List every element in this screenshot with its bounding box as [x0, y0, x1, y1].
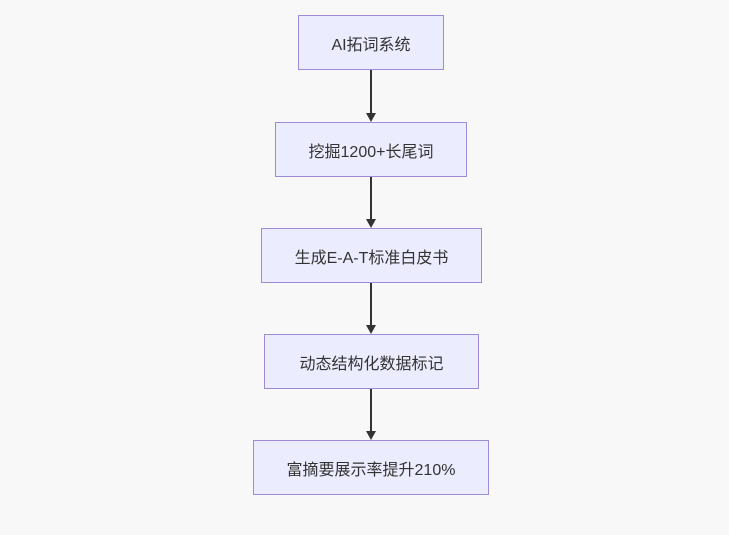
arrow-line	[370, 389, 372, 434]
arrow-line	[370, 70, 372, 116]
arrow-head-icon	[366, 113, 376, 122]
arrow-head-icon	[366, 219, 376, 228]
arrow-line	[370, 177, 372, 222]
node-label: AI拓词系统	[331, 36, 411, 54]
arrow-head-icon	[366, 325, 376, 334]
flowchart-arrow-2	[366, 177, 376, 228]
flowchart-node-eat-whitepaper: 生成E-A-T标准白皮书	[261, 228, 482, 283]
flowchart-node-longtail-mining: 挖掘1200+长尾词	[275, 122, 467, 177]
arrow-head-icon	[366, 431, 376, 440]
node-label: 富摘要展示率提升210%	[286, 461, 456, 479]
flowchart-arrow-4	[366, 389, 376, 440]
node-label: 动态结构化数据标记	[299, 355, 444, 373]
arrow-line	[370, 283, 372, 328]
node-label: 生成E-A-T标准白皮书	[294, 249, 449, 267]
flowchart-arrow-3	[366, 283, 376, 334]
node-label: 挖掘1200+长尾词	[308, 143, 434, 161]
flowchart-node-rich-snippet-result: 富摘要展示率提升210%	[253, 440, 489, 495]
flowchart-node-ai-keyword-system: AI拓词系统	[298, 15, 444, 70]
flowchart-node-structured-data-markup: 动态结构化数据标记	[264, 334, 479, 389]
flowchart-arrow-1	[366, 70, 376, 122]
